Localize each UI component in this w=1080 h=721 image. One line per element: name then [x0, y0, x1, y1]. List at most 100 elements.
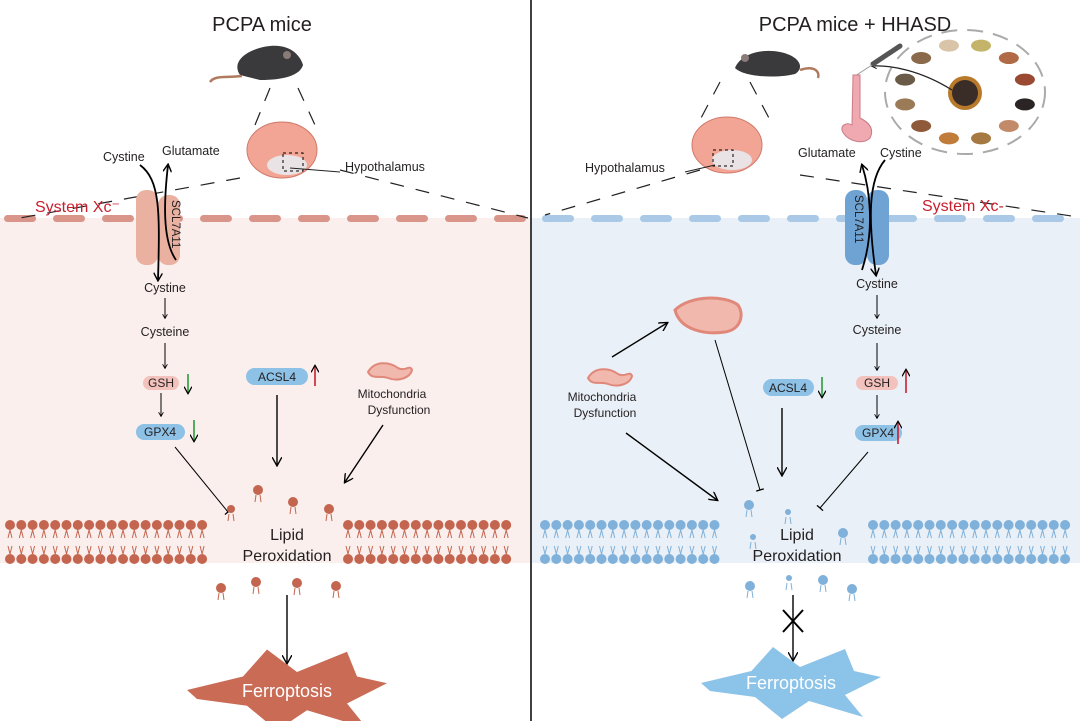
free-lipid-tail: [252, 586, 260, 595]
lipid-head: [174, 554, 185, 564]
lipid-tail: [379, 529, 385, 555]
lipid-tail: [576, 529, 582, 555]
lipid-tail: [97, 529, 103, 555]
lipid-head: [38, 554, 49, 564]
lipid-tail: [424, 529, 430, 555]
lipid-head: [151, 520, 162, 530]
brain-icon: [691, 116, 763, 174]
membrane-dash: [738, 215, 770, 222]
lipid-tail: [7, 529, 13, 555]
right-gsh-pill: [856, 376, 898, 390]
free-lipid: [251, 577, 261, 587]
lipid-tail: [120, 529, 126, 555]
lipid-tail: [553, 529, 559, 555]
lipid-head: [61, 554, 72, 564]
lipid-tail: [949, 529, 955, 555]
lipid-head: [675, 554, 686, 564]
lipid-tail: [915, 529, 921, 555]
right-lipid-bilayer-segment: [540, 520, 720, 564]
lipid-tail: [1028, 529, 1034, 555]
free-lipid-tail: [819, 584, 827, 593]
lipid-tail: [1062, 529, 1068, 555]
lipid-head: [118, 554, 128, 564]
left-gsh-pill: [143, 376, 179, 390]
lipid-head: [698, 520, 709, 530]
right-transporter-label: SCL7A11: [852, 195, 864, 243]
right-glutamate-label: Glutamate: [798, 146, 856, 160]
lipid-tail: [666, 529, 672, 555]
lipid-head: [478, 520, 489, 530]
right-lipid-label-1: Lipid: [780, 527, 814, 544]
right-blocked-cross-icon: [782, 609, 804, 633]
right-acsl4-label: ACSL4: [769, 381, 807, 395]
lipid-head: [981, 520, 991, 530]
membrane-dash: [591, 215, 623, 222]
right-hypothalamus-pointer: [684, 164, 716, 173]
lipid-head: [607, 520, 618, 530]
left-cell-background: [0, 218, 530, 563]
lipid-head: [129, 520, 140, 530]
lipid-head: [456, 520, 466, 530]
lipid-head: [958, 554, 969, 564]
right-lipid-bilayer-segment: [868, 520, 1071, 564]
free-lipid: [745, 581, 755, 591]
left-mito-label-1: Mitochondria: [358, 387, 427, 401]
lipid-head: [489, 520, 500, 530]
free-lipid-tail: [289, 506, 297, 515]
free-lipid: [838, 528, 848, 538]
lipid-head: [163, 554, 174, 564]
lipid-head: [95, 520, 106, 530]
lipid-head: [50, 554, 61, 564]
lipid-head: [664, 520, 675, 530]
left-membrane-dashes: [4, 215, 526, 222]
right-system-xc-label: System Xc-: [922, 198, 1004, 215]
right-free-lipids: [744, 500, 857, 602]
lipid-head: [50, 520, 61, 530]
left-cystine-import-arrow: [139, 164, 159, 280]
free-lipid-tail: [325, 513, 333, 522]
herbal-decoction-icon: [872, 29, 1046, 155]
lipid-tail: [700, 529, 706, 555]
herb-icon: [938, 132, 959, 145]
lipid-tail: [469, 529, 475, 555]
lipid-head: [376, 520, 387, 530]
herb-icon: [895, 98, 916, 111]
lipid-head: [868, 520, 878, 530]
lipid-head: [365, 520, 376, 530]
left-gpx4-inhibit-line: [174, 446, 232, 516]
lipid-head: [478, 554, 489, 564]
left-gpx4-pill: [136, 424, 185, 440]
left-ferroptosis-label: Ferroptosis: [242, 681, 332, 701]
lipid-head: [1060, 554, 1071, 564]
lipid-tail: [870, 529, 876, 555]
right-gsh-label: GSH: [864, 376, 890, 390]
lipid-tail: [542, 529, 548, 555]
left-gsh-label: GSH: [148, 376, 174, 390]
lipid-head: [585, 520, 596, 530]
lipid-head: [596, 554, 607, 564]
lipid-tail: [503, 529, 509, 555]
free-lipid-tail: [749, 541, 757, 550]
lipid-tail: [599, 529, 604, 555]
herb-icon: [938, 39, 959, 52]
free-lipid: [216, 583, 226, 593]
left-gpx4-label: GPX4: [144, 425, 176, 439]
lipid-head: [72, 520, 83, 530]
right-gpx4-pill: [855, 425, 902, 441]
lipid-head: [1003, 554, 1014, 564]
right-acsl4-pill: [763, 379, 814, 396]
membrane-dash: [494, 215, 526, 222]
lipid-head: [38, 520, 49, 530]
herb-icon: [998, 52, 1019, 65]
lipid-tail: [678, 529, 684, 555]
left-panel-title: PCPA mice: [212, 14, 312, 36]
left-mito-label-2: Dysfunction: [368, 403, 431, 417]
lipid-head: [901, 554, 912, 564]
left-mito-promote-arrow: [345, 424, 384, 482]
lipid-tail: [188, 529, 194, 555]
lipid-head: [163, 520, 174, 530]
free-lipid: [288, 497, 298, 507]
lipid-tail: [565, 529, 571, 555]
lipid-head: [399, 520, 410, 530]
lipid-head: [433, 554, 444, 564]
